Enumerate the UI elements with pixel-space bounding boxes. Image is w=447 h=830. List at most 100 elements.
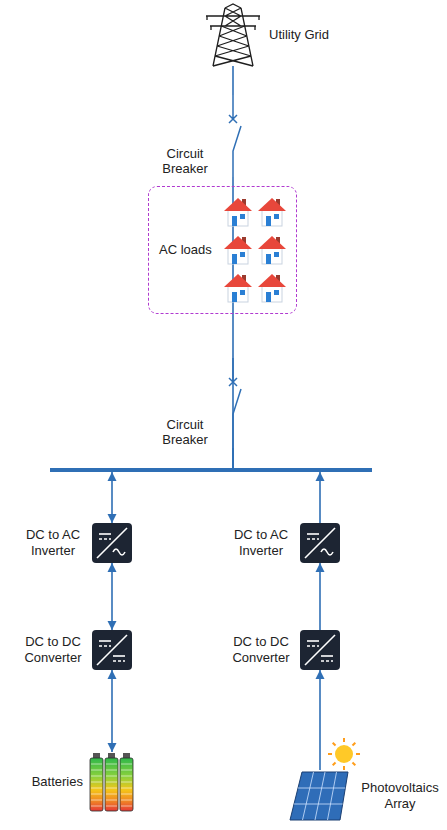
connector [112, 448, 233, 523]
connector [111, 563, 113, 630]
inv-icon-part [305, 528, 335, 558]
dcdc-icon-part [321, 655, 333, 657]
arrow-head [316, 670, 325, 679]
arrow-head [108, 743, 117, 752]
connector [319, 670, 321, 770]
battery-icon-part [91, 794, 102, 795]
battery-icon-part [105, 758, 118, 811]
node-label: AC loads [159, 242, 212, 258]
battery-icon-part [121, 770, 132, 771]
pv-icon-part [352, 762, 355, 765]
battery-icon-part [108, 753, 115, 758]
arrow-head [108, 621, 117, 630]
dcdc-icon-part [307, 640, 319, 642]
battery-icon-part [120, 758, 133, 811]
tower-icon-part-part [213, 26, 253, 66]
arrow-head [316, 472, 325, 481]
battery-icon-part [121, 800, 132, 801]
node-label: Circuit Breaker [153, 146, 217, 177]
inv-icon-part [92, 523, 132, 563]
inv-icon-part [321, 549, 333, 555]
inv-icon-part [113, 549, 125, 555]
dcdc-icon [300, 630, 340, 670]
dcdc-icon-part [99, 645, 111, 647]
battery-icon-part [106, 782, 117, 783]
battery-icon-part [106, 764, 117, 765]
component-node: Utility Grid [203, 4, 329, 66]
connector [319, 563, 321, 630]
breaker-icon [223, 95, 243, 177]
battery-icon-part [121, 794, 132, 795]
inv-icon-part [307, 538, 319, 540]
battery-icon [89, 752, 135, 812]
breaker-icon [223, 358, 243, 448]
component-node: Batteries [32, 752, 135, 812]
breaker-icon-part [229, 358, 241, 448]
houses-icon-part [258, 236, 286, 249]
connectors [108, 66, 325, 770]
houses-icon-part [228, 210, 248, 226]
houses-icon-part [224, 274, 252, 287]
battery-icon-part [93, 753, 100, 758]
arrow-head [108, 670, 117, 679]
houses-icon-part [224, 236, 252, 249]
connector [111, 670, 113, 752]
battery-icon-part [106, 806, 117, 807]
component-node: Photovoltaics Array [288, 770, 442, 822]
arrow-head [108, 514, 117, 523]
tower-icon [203, 4, 263, 66]
houses-icon-part [262, 210, 282, 226]
component-node: DC to AC Inverter [20, 523, 132, 563]
component-node: DC to AC Inverter [228, 523, 340, 563]
dcdc-icon-part [307, 645, 319, 647]
houses-icon-part [266, 216, 271, 226]
connector [233, 448, 320, 523]
houses-icon-part [240, 252, 245, 257]
battery-icon-part [106, 794, 117, 795]
inv-icon-part [97, 528, 127, 558]
battery-icon-part [91, 806, 102, 807]
battery-icon-part [121, 782, 132, 783]
pv-icon-part [290, 772, 348, 820]
houses-icon-part [228, 248, 248, 264]
node-label: Batteries [32, 774, 83, 790]
dcdc-icon-part [99, 640, 111, 642]
battery-icon-part [121, 776, 132, 777]
node-label: DC to AC Inverter [20, 527, 86, 558]
component-node: DC to DC Converter [20, 630, 132, 670]
inv-icon-part [300, 523, 340, 563]
connector [232, 66, 234, 95]
pv-icon-part [356, 753, 360, 755]
tower-icon-part [206, 4, 260, 66]
node-label: DC to AC Inverter [228, 527, 294, 558]
tower-icon-part-part [206, 4, 260, 66]
dcdc-icon-part [92, 630, 132, 670]
node-label: Utility Grid [269, 27, 329, 43]
component-node: DC to DC Converter [228, 630, 340, 670]
pv-icon-part [294, 772, 345, 820]
pv-icon [288, 770, 352, 822]
battery-icon-part [91, 800, 102, 801]
battery-icon-part [91, 782, 102, 783]
houses-icon-part [232, 216, 237, 226]
houses-icon-part [240, 214, 245, 219]
group-box: AC loads [148, 186, 297, 314]
houses-icon-part [232, 292, 237, 302]
arrow-head [316, 563, 325, 572]
pv-icon-part [343, 738, 345, 742]
houses-icon-part [262, 248, 282, 264]
houses-icon-part [258, 274, 286, 287]
dcdc-icon-part [321, 660, 333, 662]
battery-icon-part [106, 776, 117, 777]
battery-icon-part [90, 758, 103, 811]
component-node: Circuit Breaker [153, 95, 243, 177]
inv-icon [92, 523, 132, 563]
battery-icon-part [123, 753, 130, 758]
houses-icon-part [262, 286, 282, 302]
battery-icon-part [106, 788, 117, 789]
dcdc-icon-part [113, 655, 125, 657]
battery-icon-part [91, 788, 102, 789]
houses-icon-part [240, 290, 245, 295]
